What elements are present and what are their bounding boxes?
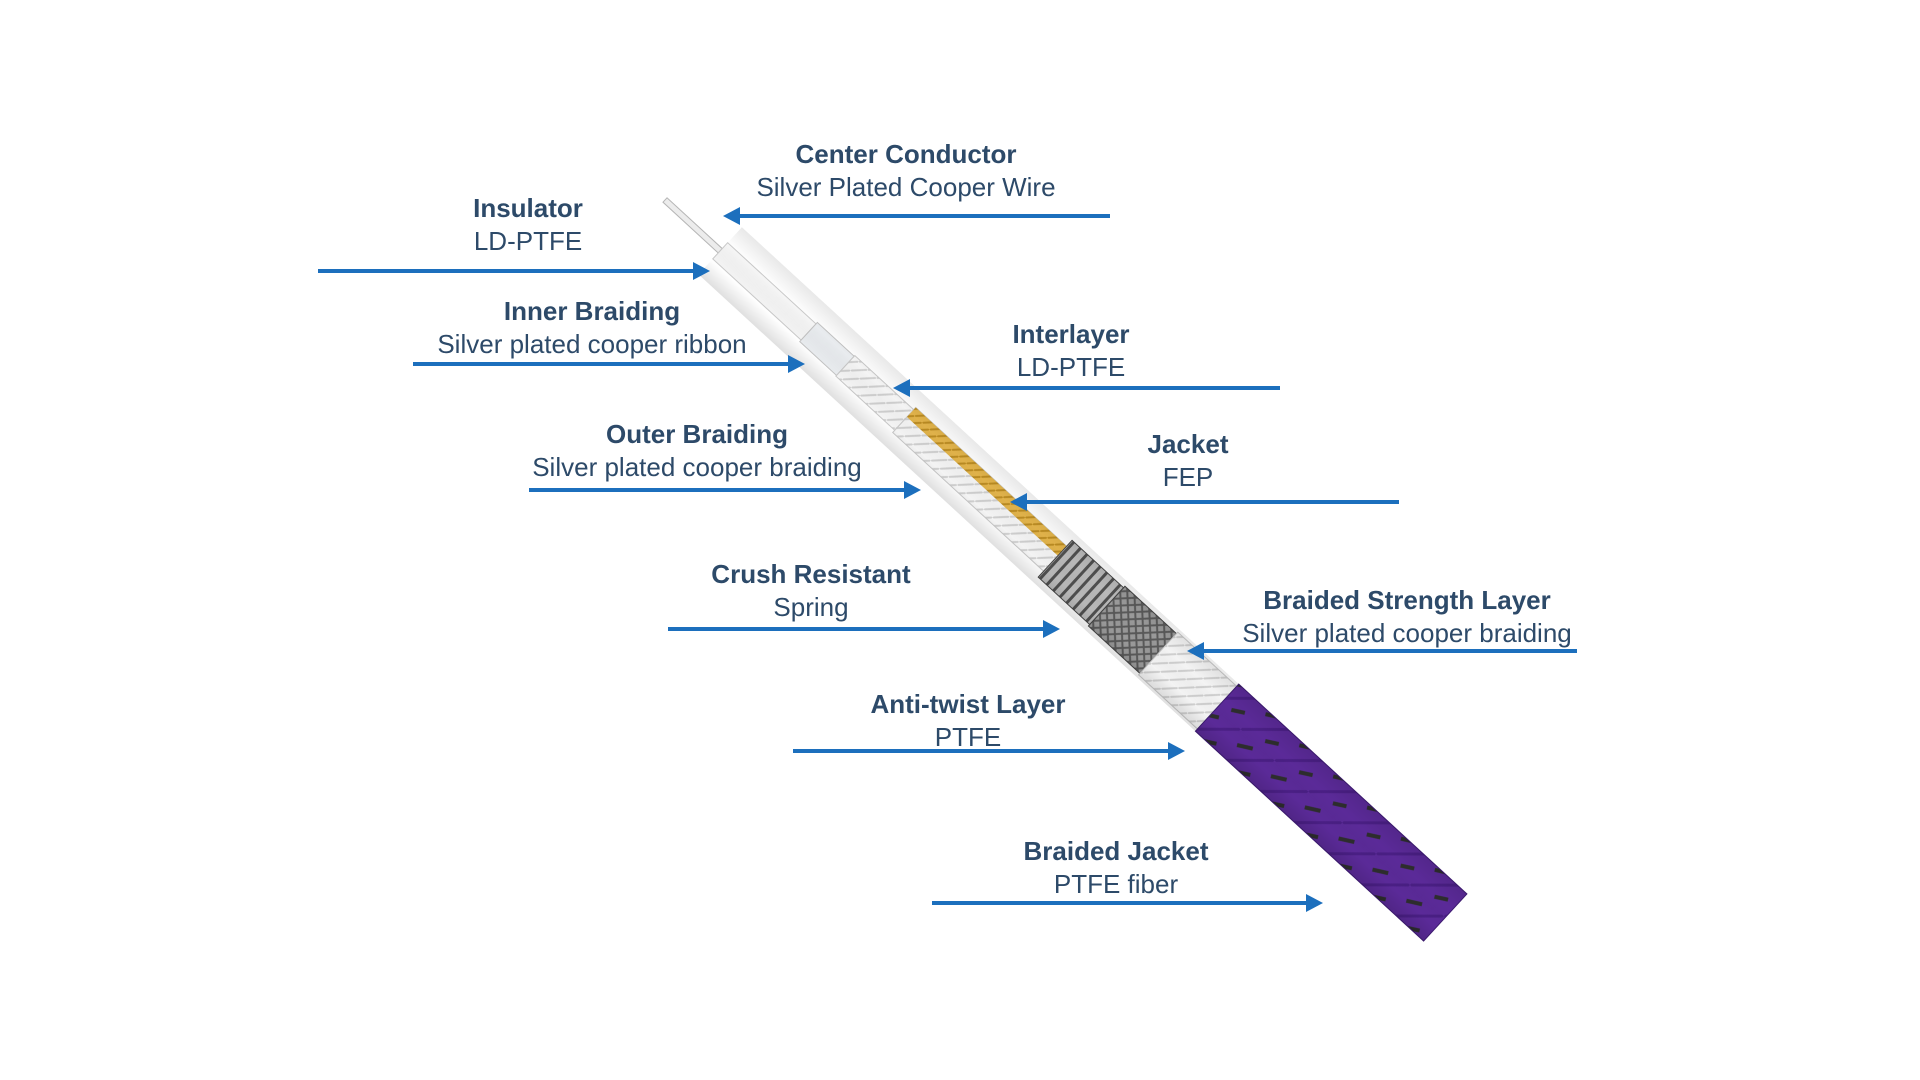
- layer-description: PTFE: [934, 721, 1002, 752]
- label-outer-braiding: Outer Braiding Silver plated cooper brai…: [497, 418, 897, 483]
- layer-title: Braided Jacket: [1023, 836, 1209, 866]
- arrow-insulator: [318, 262, 710, 280]
- label-jacket: Jacket FEP: [1088, 428, 1288, 493]
- cable-shading: [698, 227, 1467, 942]
- layer-title: Insulator: [473, 193, 583, 223]
- layer-title: Center Conductor: [795, 139, 1017, 169]
- arrow-outer-braiding: [529, 481, 921, 499]
- arrow-center-conductor: [723, 207, 1110, 225]
- layer-description: PTFE fiber: [1053, 868, 1179, 899]
- label-crush-resistant: Crush Resistant Spring: [661, 558, 961, 623]
- label-anti-twist-layer: Anti-twist Layer PTFE: [818, 688, 1118, 753]
- label-braided-jacket: Braided Jacket PTFE fiber: [976, 835, 1256, 900]
- leader-arrows: [318, 207, 1577, 912]
- layer-description: LD-PTFE: [1016, 351, 1126, 382]
- layer-description: FEP: [1162, 461, 1214, 492]
- layer-title: Jacket: [1147, 429, 1229, 459]
- layer-title: Anti-twist Layer: [870, 689, 1066, 719]
- arrow-crush-resistant: [668, 620, 1060, 638]
- arrow-jacket: [1010, 493, 1399, 511]
- arrow-braided-jacket: [932, 894, 1323, 912]
- layer-title: Crush Resistant: [711, 559, 911, 589]
- arrow-interlayer: [893, 379, 1280, 397]
- layer-description: Silver plated cooper ribbon: [437, 328, 747, 359]
- layer-description: LD-PTFE: [473, 225, 583, 256]
- layer-title: Interlayer: [1012, 319, 1130, 349]
- layer-description: Silver plated cooper braiding: [532, 451, 862, 482]
- arrow-anti-twist-layer: [793, 742, 1185, 760]
- label-insulator: Insulator LD-PTFE: [408, 192, 648, 257]
- arrow-inner-braiding: [413, 355, 805, 373]
- layer-title: Inner Braiding: [503, 296, 681, 326]
- cable-illustration: [662, 197, 1468, 942]
- layer-description: Silver plated cooper braiding: [1242, 617, 1572, 648]
- layer-description: Spring: [773, 591, 849, 622]
- label-interlayer: Interlayer LD-PTFE: [951, 318, 1191, 383]
- layer-description: Silver Plated Cooper Wire: [756, 171, 1056, 202]
- layer-title: Outer Braiding: [605, 419, 788, 449]
- arrow-braided-strength-layer: [1187, 642, 1577, 660]
- center-conductor-wire: [662, 197, 723, 254]
- label-braided-strength-layer: Braided Strength Layer Silver plated coo…: [1207, 584, 1607, 649]
- layer-title: Braided Strength Layer: [1263, 585, 1551, 615]
- label-center-conductor: Center Conductor Silver Plated Cooper Wi…: [706, 138, 1106, 203]
- label-inner-braiding: Inner Braiding Silver plated cooper ribb…: [392, 295, 792, 360]
